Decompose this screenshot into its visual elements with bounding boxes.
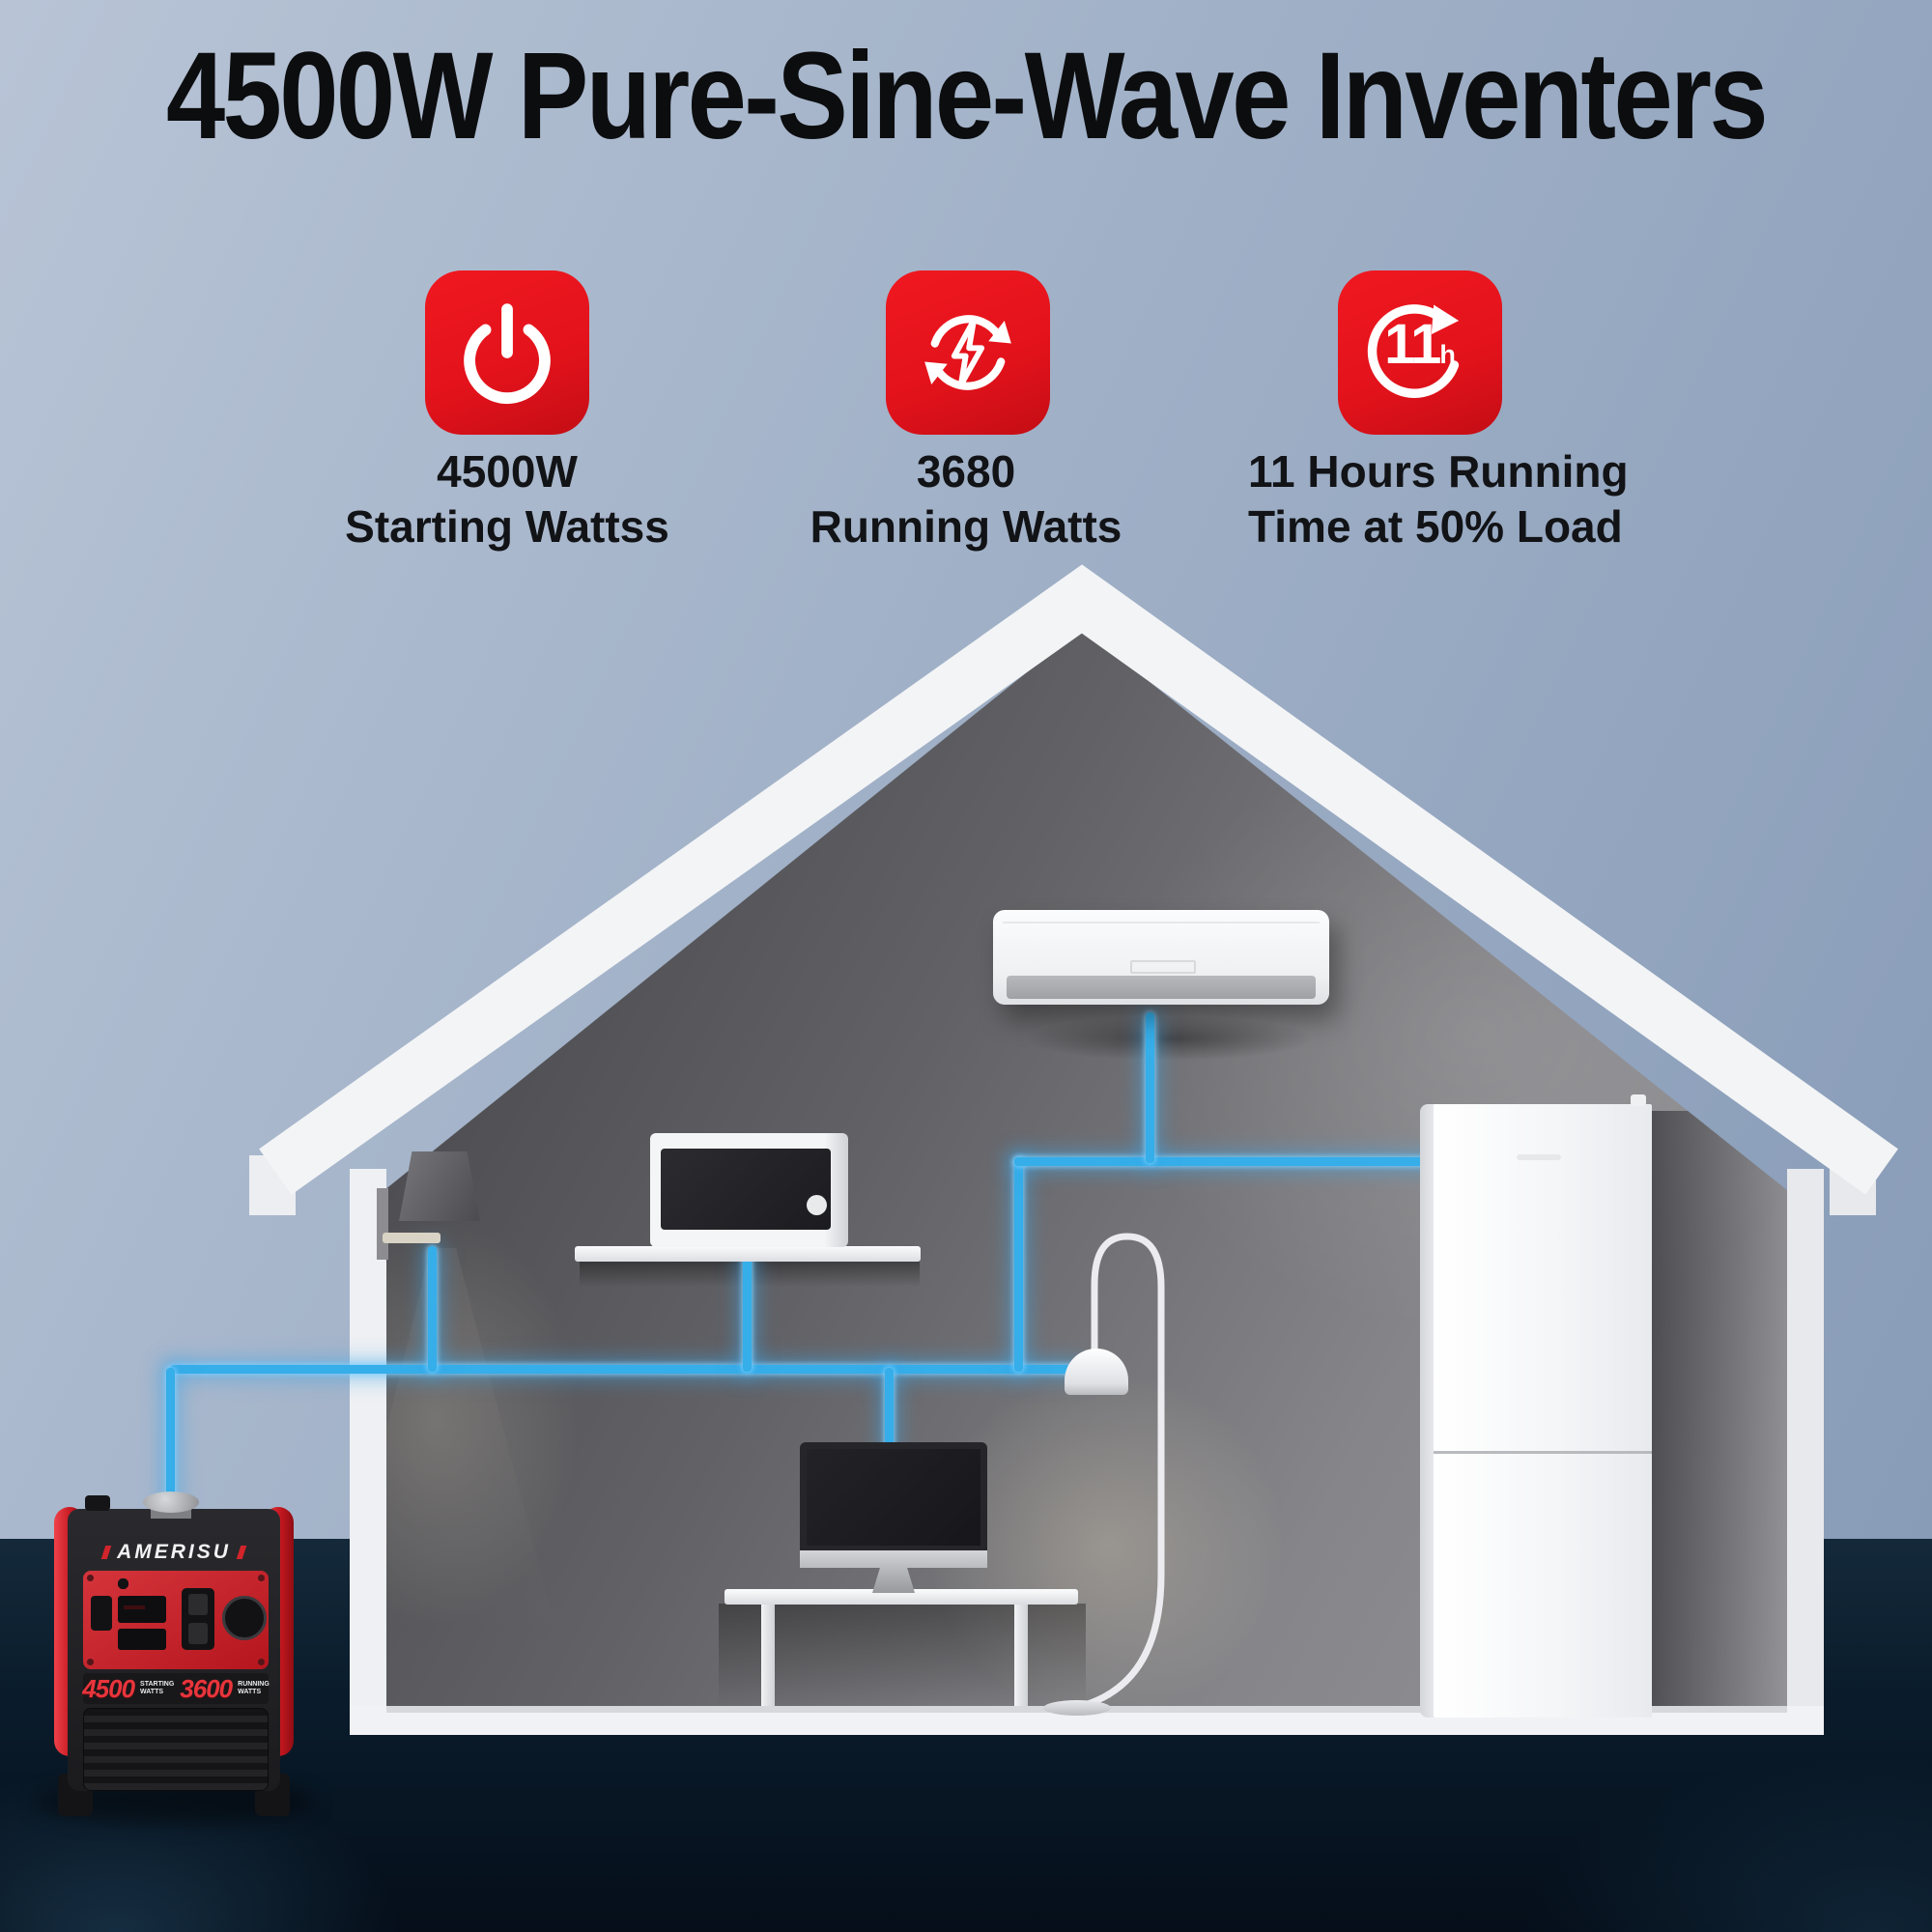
power-glyph — [464, 303, 551, 405]
generator-display — [118, 1596, 166, 1623]
power-line-riser — [1014, 1157, 1023, 1372]
generator-fuel-cap — [143, 1492, 199, 1513]
generator-vent-knob — [85, 1495, 110, 1511]
generator-indicator-lights — [118, 1578, 211, 1590]
generator-power-switch — [91, 1596, 112, 1631]
generator-running-label: RUNNING WATTS — [238, 1681, 270, 1695]
runtime-arrow-glyph — [1367, 304, 1460, 398]
inverter-generator: AMERISU 4500 STARTING WATTS 3600 RUNNING… — [50, 1492, 299, 1822]
generator-grille — [83, 1708, 269, 1791]
power-line-ac — [1146, 1012, 1154, 1163]
power-line-monitor — [885, 1368, 894, 1449]
generator-starting-watts: 4500 — [82, 1673, 135, 1703]
feature-label-running-time: 11 Hours Running Time at 50% Load — [1248, 444, 1789, 554]
page-title: 4500W Pure-Sine-Wave Inventers — [166, 27, 1769, 165]
tv-stand-leg-right — [1014, 1605, 1028, 1706]
runtime-clock-icon: 11h — [1338, 270, 1502, 435]
feature1-caption: Starting Wattss — [345, 501, 669, 552]
ac-seam — [1003, 922, 1320, 923]
fridge-front — [1434, 1104, 1652, 1718]
tv-stand-top — [724, 1589, 1078, 1605]
power-icon — [425, 270, 589, 435]
power-line-upper — [1014, 1157, 1439, 1166]
power-line-main — [170, 1365, 1082, 1374]
feature1-value: 4500W — [437, 446, 578, 497]
generator-control-panel — [83, 1571, 269, 1669]
air-conditioner — [993, 910, 1329, 1005]
feature3-value: 11 Hours Running — [1248, 446, 1629, 497]
monitor-chin — [800, 1550, 987, 1568]
transfer-bolt-icon — [886, 270, 1050, 435]
wall-lamp-arm — [383, 1233, 440, 1243]
runtime-unit: h — [1439, 340, 1455, 369]
tv-stand-leg-left — [761, 1605, 775, 1706]
ac-shadow — [1024, 1016, 1314, 1061]
feature3-caption: Time at 50% Load — [1248, 501, 1623, 552]
ac-display — [1130, 960, 1196, 974]
feature-label-running-watts: 3680 Running Watts — [734, 444, 1198, 554]
microwave-window — [661, 1149, 831, 1230]
fridge-hinge — [1631, 1094, 1646, 1106]
transfer-bolt-glyph — [924, 315, 1011, 390]
desktop-monitor — [800, 1442, 987, 1550]
power-line-generator — [166, 1368, 175, 1517]
ac-vent — [1007, 976, 1316, 999]
fridge-logo — [1517, 1154, 1561, 1160]
fridge-shadow — [1642, 1111, 1787, 1706]
floor-lamp-base — [1043, 1700, 1111, 1716]
monitor-stand — [872, 1568, 915, 1593]
wall-lamp — [399, 1151, 480, 1221]
runtime-hours: 11 — [1384, 313, 1441, 376]
microwave — [650, 1133, 848, 1247]
feature2-value: 3680 — [916, 446, 1016, 497]
feature2-caption: Running Watts — [810, 501, 1122, 552]
runtime-badge: 11h — [1371, 317, 1467, 383]
generator-brand: AMERISU — [77, 1538, 270, 1567]
wall-lamp-plate — [377, 1188, 388, 1260]
fridge-side — [1420, 1104, 1435, 1718]
feature-label-starting-watts: 4500W Starting Wattss — [275, 444, 739, 554]
generator-starting-label: STARTING WATTS — [140, 1681, 175, 1695]
microwave-knob — [807, 1195, 827, 1215]
power-line-wall-lamp — [428, 1246, 437, 1372]
generator-running-watts: 3600 — [180, 1673, 233, 1703]
power-line-microwave — [743, 1254, 752, 1372]
monitor-screen — [807, 1449, 980, 1546]
fridge-door-split — [1434, 1451, 1652, 1454]
refrigerator — [1420, 1094, 1652, 1718]
generator-twistlock-outlet — [222, 1596, 267, 1640]
wall-shelf — [575, 1246, 921, 1262]
generator-watt-band: 4500 STARTING WATTS 3600 RUNNING WATTS — [82, 1673, 270, 1704]
generator-usb-ports — [118, 1629, 166, 1650]
generator-duplex-outlet — [182, 1588, 214, 1650]
